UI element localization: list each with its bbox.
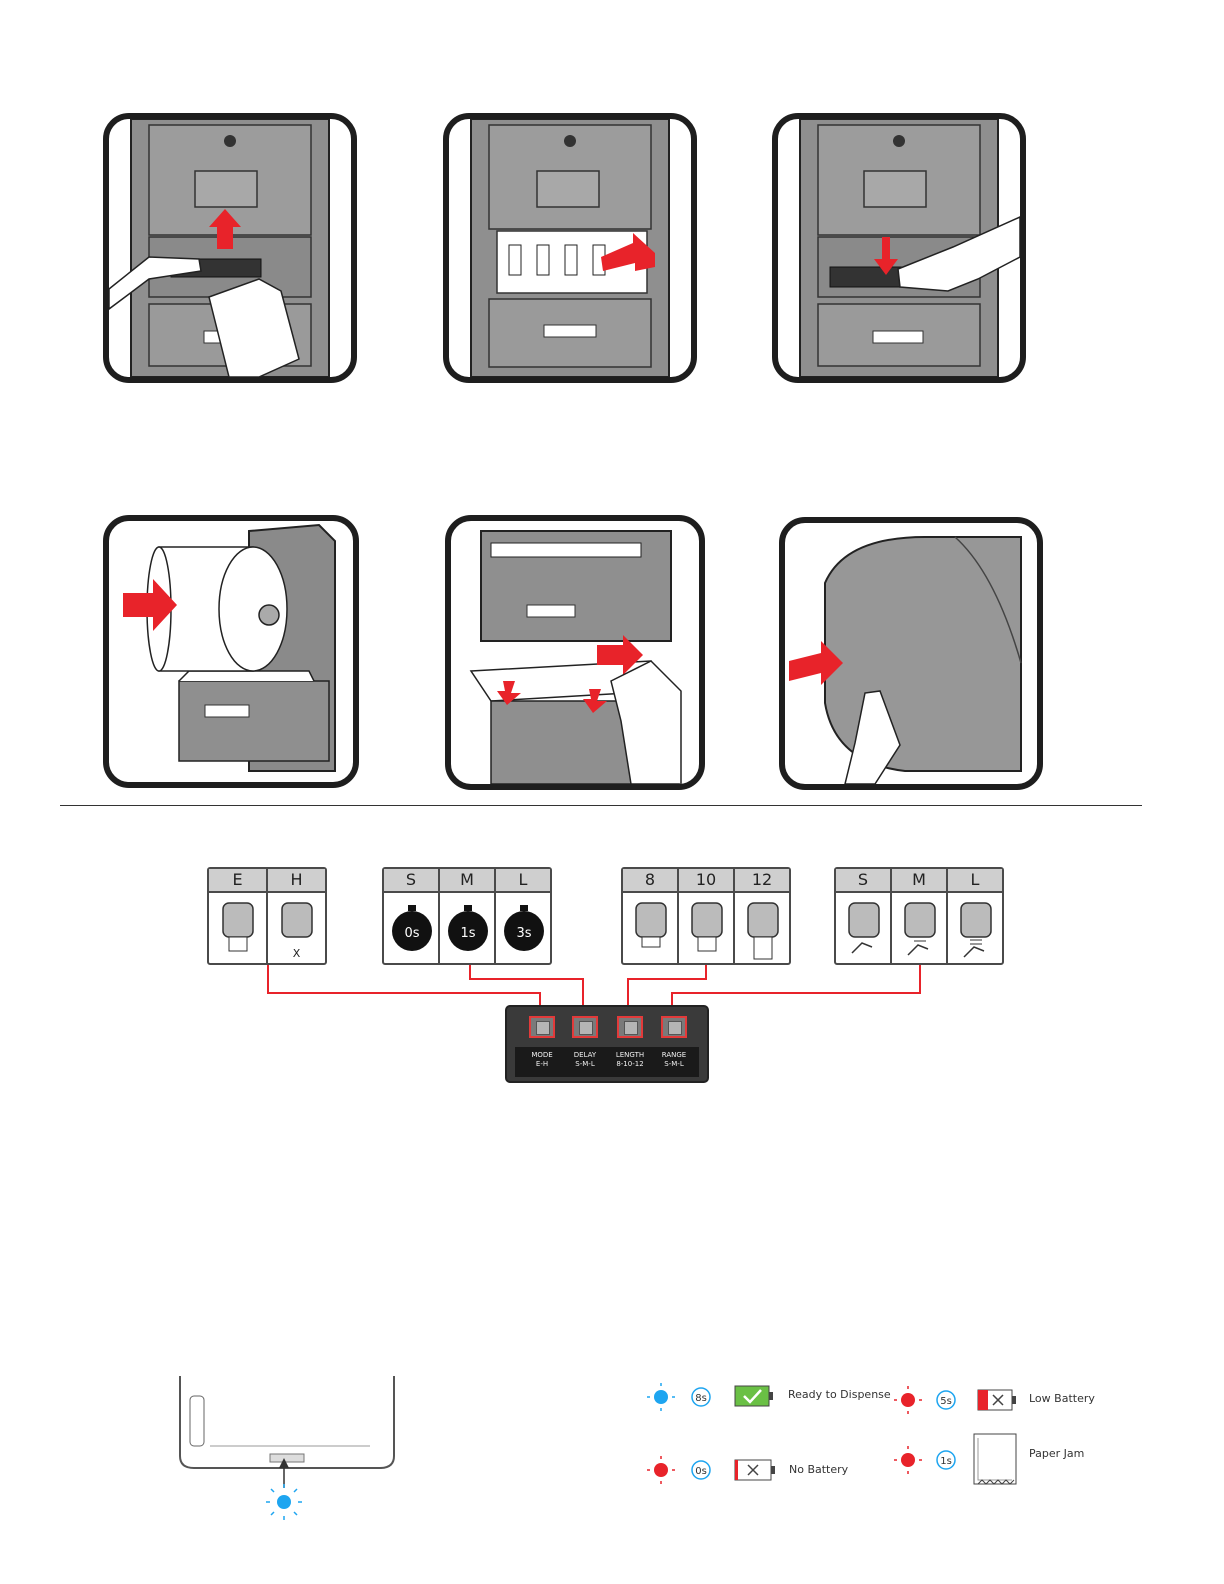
legend-low-battery-icons: 5s <box>892 1380 1032 1420</box>
paper-threading-illustration <box>451 521 699 784</box>
length-option-10: 10 <box>677 869 733 963</box>
led-red-icon <box>654 1463 668 1477</box>
range-option-m-label: M <box>892 869 946 893</box>
svg-text:0s: 0s <box>695 1466 707 1477</box>
delay-option-s: S 0s <box>384 869 438 963</box>
dispenser-led-location-illustration <box>170 1376 420 1526</box>
mode-settings-group: E H X <box>207 867 327 965</box>
length-option-12-label: 12 <box>735 869 789 893</box>
step-4-load-paper-roll <box>103 515 359 788</box>
dispenser-with-sheet-icon <box>209 893 267 965</box>
range-button[interactable] <box>661 1016 687 1038</box>
led-red-icon <box>901 1393 915 1407</box>
timer-icon: 0s <box>384 893 440 965</box>
legend-paper-jam-icons: 1s <box>892 1430 1022 1490</box>
led-red-icon <box>901 1453 915 1467</box>
led-blue-icon <box>654 1390 668 1404</box>
step-5-thread-paper <box>445 515 705 790</box>
battery-full-icon <box>735 1386 769 1406</box>
low-battery-label: Low Battery <box>1029 1392 1095 1405</box>
paper-jam-label: Paper Jam <box>1029 1447 1084 1460</box>
long-sheet-icon <box>735 893 791 965</box>
timer-icon: 3s <box>496 893 552 965</box>
mode-button[interactable] <box>529 1016 555 1038</box>
short-sheet-icon <box>623 893 679 965</box>
length-option-8-label: 8 <box>623 869 677 893</box>
delay-option-l: L 3s <box>494 869 550 963</box>
step-1-remove-battery-cover <box>103 113 357 383</box>
delay-option-l-label: L <box>496 869 550 893</box>
range-settings-group: S M L <box>834 867 1004 965</box>
step-6-close-cover <box>779 517 1043 790</box>
timer-icon: 1s <box>440 893 496 965</box>
length-settings-group: 8 10 12 <box>621 867 791 965</box>
mode-option-h: H X <box>266 869 325 963</box>
svg-text:8s: 8s <box>695 1393 707 1404</box>
dispenser-interior-illustration <box>109 119 351 377</box>
svg-text:5s: 5s <box>940 1396 952 1407</box>
hand-sensor-short-icon <box>836 893 892 965</box>
delay-option-s-label: S <box>384 869 438 893</box>
battery-compartment-illustration <box>449 119 691 377</box>
range-option-m: M <box>890 869 946 963</box>
delay-timer-label: 1s <box>460 926 475 941</box>
ready-to-dispense-label: Ready to Dispense <box>788 1388 891 1401</box>
medium-sheet-icon <box>679 893 735 965</box>
mode-option-e-label: E <box>209 869 266 893</box>
length-option-10-label: 10 <box>679 869 733 893</box>
delay-timer-label: 3s <box>516 926 531 941</box>
mode-option-h-label: H <box>268 869 325 893</box>
range-option-s-label: S <box>836 869 890 893</box>
closed-dispenser-illustration <box>785 523 1037 784</box>
no-battery-label: No Battery <box>789 1463 848 1476</box>
length-option-12: 12 <box>733 869 789 963</box>
delay-option-m-label: M <box>440 869 494 893</box>
delay-option-m: M 1s <box>438 869 494 963</box>
delay-button[interactable] <box>572 1016 598 1038</box>
range-option-s: S <box>836 869 890 963</box>
length-button[interactable] <box>617 1016 643 1038</box>
svg-text:1s: 1s <box>940 1456 952 1467</box>
legend-no-battery-icons: 0s <box>645 1450 785 1490</box>
hand-sensor-long-icon <box>948 893 1004 965</box>
step-2-insert-batteries <box>443 113 697 383</box>
hand-sensor-medium-icon <box>892 893 948 965</box>
paper-roll-loading-illustration <box>109 521 353 782</box>
range-option-l-label: L <box>948 869 1002 893</box>
mode-h-note: X <box>268 947 325 960</box>
section-divider <box>60 805 1142 806</box>
delay-settings-group: S 0s M 1s L 3s <box>382 867 552 965</box>
length-option-8: 8 <box>623 869 677 963</box>
range-option-l: L <box>946 869 1002 963</box>
dispenser-cover-illustration <box>778 119 1020 377</box>
delay-timer-label: 0s <box>404 926 419 941</box>
paper-jam-icon <box>974 1434 1016 1484</box>
mode-option-e: E <box>209 869 266 963</box>
step-3-replace-battery-cover <box>772 113 1026 383</box>
